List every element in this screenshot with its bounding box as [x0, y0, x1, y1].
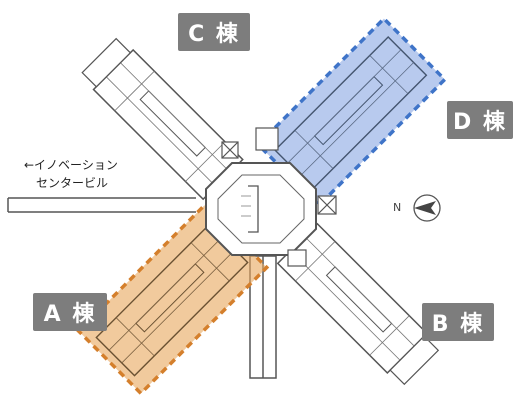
building-a-label: A 棟 — [33, 293, 107, 331]
corridor-to-innovation-center — [7, 197, 196, 213]
innovation-center-label-line2: センタービル — [36, 176, 109, 190]
stair-cores — [221, 127, 337, 267]
building-d-label: D 棟 — [447, 101, 513, 139]
building-c-plan — [81, 37, 244, 201]
north-arrow-icon — [413, 194, 441, 222]
building-c-label: C 棟 — [178, 13, 250, 51]
building-b-plan — [276, 222, 440, 386]
innovation-center-label-line1: ←イノベーション — [24, 158, 118, 172]
building-b-label: B 棟 — [422, 303, 494, 341]
north-label: N — [393, 201, 402, 214]
central-hub — [205, 162, 317, 256]
